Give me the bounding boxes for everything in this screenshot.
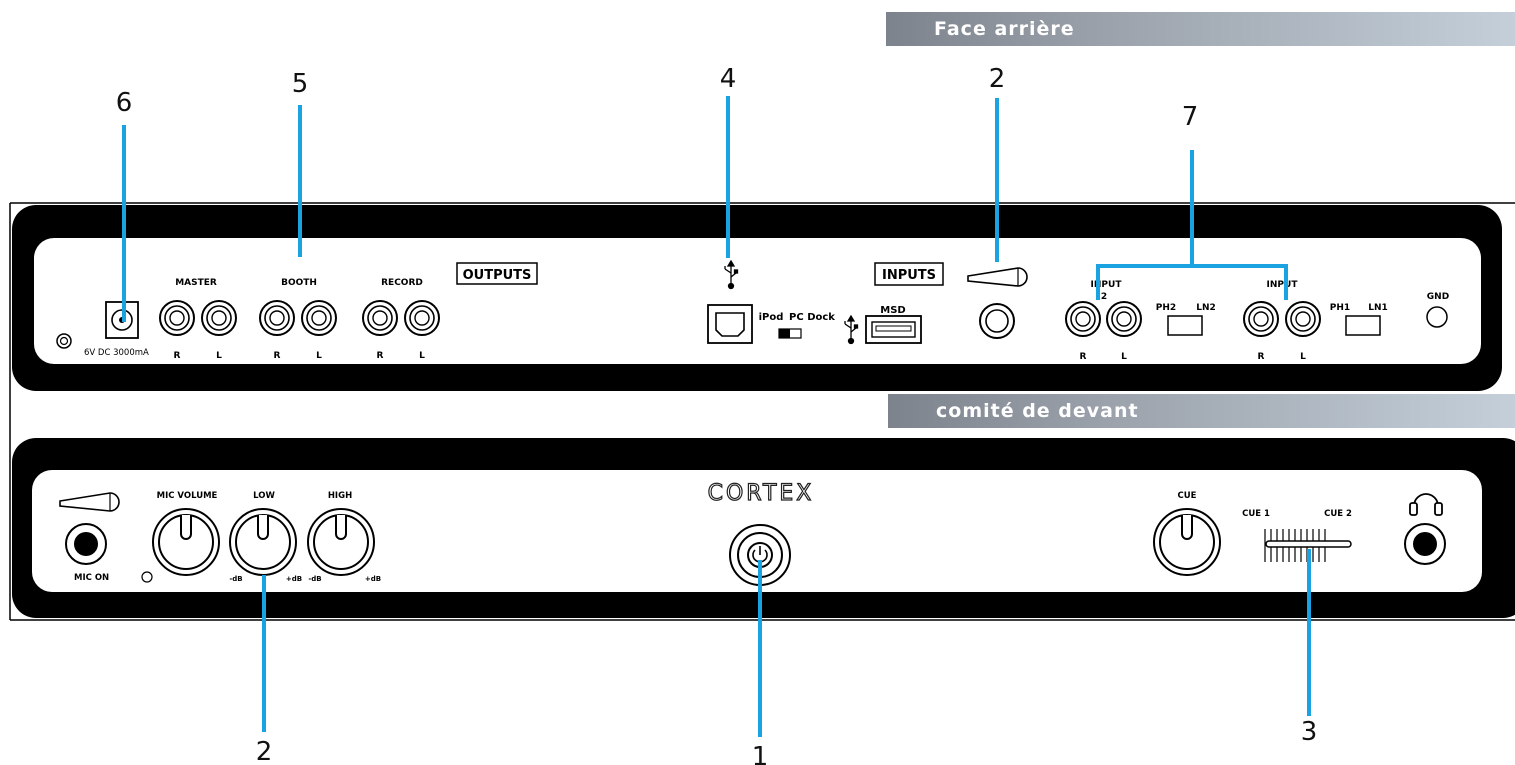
callout-6: 6 <box>116 88 133 118</box>
mic-on-label: MIC ON <box>74 573 109 583</box>
headphone-jack[interactable] <box>1404 523 1446 565</box>
inputs-box <box>874 262 944 286</box>
callout-4: 4 <box>720 64 737 94</box>
front-panel-header: comité de devant <box>888 394 1515 428</box>
callout-1: 1 <box>752 742 769 765</box>
headphones-icon <box>1409 493 1443 516</box>
ph2-label: PH2 <box>1156 303 1176 313</box>
power-rating-label: 6V DC 3000mA <box>84 348 149 358</box>
rear-ground-screw <box>56 333 72 349</box>
outputs-label: OUTPUTS <box>463 268 532 283</box>
inputs-label: INPUTS <box>882 268 936 283</box>
gnd-terminal[interactable] <box>1426 306 1448 328</box>
input1-r-label: R <box>1258 352 1265 362</box>
cue1-label: CUE 1 <box>1242 509 1270 519</box>
cue2-label: CUE 2 <box>1324 509 1352 519</box>
brand-logo: CORTEX <box>708 481 815 506</box>
rear-panel <box>12 205 1502 391</box>
mic-volume-label: MIC VOLUME <box>157 491 218 501</box>
usb-icon <box>724 259 739 290</box>
input2-r-jack[interactable] <box>1065 301 1101 337</box>
mic-on-led <box>141 571 153 583</box>
record-r-label: R <box>377 351 384 361</box>
ipod-label: iPod <box>759 312 784 323</box>
input2-number: 2 <box>1101 292 1107 302</box>
cue-crossfader[interactable] <box>1264 529 1352 562</box>
record-l-label: L <box>419 351 425 361</box>
callout-2-bottom: 2 <box>256 737 273 765</box>
microphone-icon <box>59 492 120 512</box>
low-min-label: -dB <box>229 575 242 583</box>
input2-r-label: R <box>1080 352 1087 362</box>
input1-label: INPUT <box>1267 280 1299 290</box>
front-mic-jack[interactable] <box>65 523 107 565</box>
booth-l-jack[interactable] <box>301 300 337 336</box>
low-label: LOW <box>253 491 275 501</box>
ph1-ln1-switch[interactable] <box>1345 315 1381 336</box>
rear-panel-header: Face arrière <box>886 12 1515 46</box>
ph1-label: PH1 <box>1330 303 1350 313</box>
low-eq-knob[interactable] <box>229 508 297 576</box>
usb-a-port[interactable] <box>865 315 922 344</box>
master-r-label: R <box>174 351 181 361</box>
high-label: HIGH <box>328 491 352 501</box>
booth-r-label: R <box>274 351 281 361</box>
callout-2-top: 2 <box>989 64 1006 94</box>
low-max-label: +dB <box>286 575 302 583</box>
ph2-ln2-switch[interactable] <box>1167 315 1203 336</box>
mic-volume-knob[interactable] <box>152 508 220 576</box>
pc-dock-label: PC Dock <box>789 312 835 323</box>
input2-l-jack[interactable] <box>1106 301 1142 337</box>
record-label: RECORD <box>381 278 423 288</box>
msd-label: MSD <box>880 305 905 316</box>
master-l-jack[interactable] <box>201 300 237 336</box>
booth-l-label: L <box>316 351 322 361</box>
callout-7: 7 <box>1182 102 1199 132</box>
usb-icon <box>844 314 859 345</box>
input1-l-label: L <box>1300 352 1306 362</box>
outputs-box <box>456 262 538 285</box>
ln1-label: LN1 <box>1368 303 1388 313</box>
master-label: MASTER <box>175 278 217 288</box>
booth-r-jack[interactable] <box>259 300 295 336</box>
input2-label: INPUT <box>1091 280 1123 290</box>
record-l-jack[interactable] <box>404 300 440 336</box>
master-l-label: L <box>216 351 222 361</box>
high-min-label: -dB <box>308 575 321 583</box>
record-r-jack[interactable] <box>362 300 398 336</box>
callout-5: 5 <box>292 69 309 99</box>
power-button-icon[interactable] <box>729 524 791 586</box>
callout-7-line-left <box>1096 150 1194 300</box>
high-max-label: +dB <box>365 575 381 583</box>
gnd-label: GND <box>1427 292 1449 302</box>
cue-label: CUE <box>1178 491 1197 501</box>
usb-b-port[interactable] <box>707 304 753 344</box>
rear-mic-jack[interactable] <box>979 303 1015 339</box>
cue-knob[interactable] <box>1153 508 1221 576</box>
ipod-pc-switch[interactable] <box>778 328 802 339</box>
input2-l-label: L <box>1121 352 1127 362</box>
ln2-label: LN2 <box>1196 303 1216 313</box>
booth-label: BOOTH <box>281 278 317 288</box>
input1-r-jack[interactable] <box>1243 301 1279 337</box>
high-eq-knob[interactable] <box>307 508 375 576</box>
callout-3: 3 <box>1301 717 1318 747</box>
input1-l-jack[interactable] <box>1285 301 1321 337</box>
microphone-icon <box>967 267 1028 287</box>
master-r-jack[interactable] <box>159 300 195 336</box>
callout-7-line-right <box>1192 264 1288 300</box>
